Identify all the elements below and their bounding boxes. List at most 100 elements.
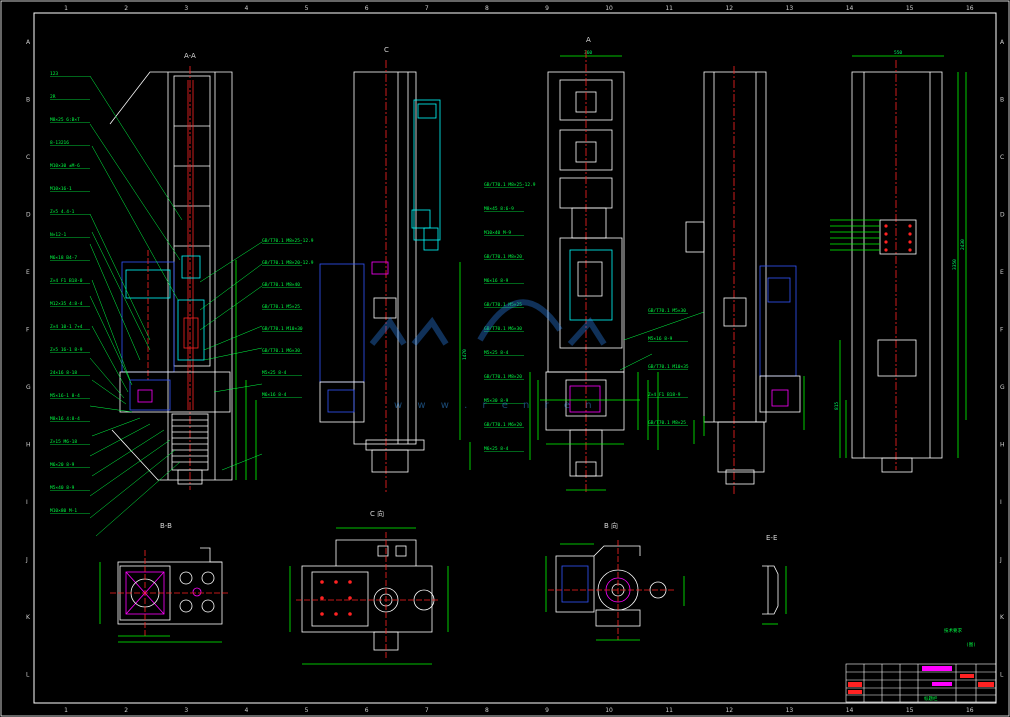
- grid-row-label: J: [25, 556, 28, 563]
- grid-column-label: 7: [425, 5, 429, 12]
- grid-row-label: F: [1000, 326, 1004, 333]
- callout-note: M8×16 4:8-4: [50, 416, 80, 422]
- callout-note: Z×4 F1 B18-9: [648, 392, 681, 398]
- grid-row-label: A: [1000, 39, 1005, 46]
- callout-note: 2R: [50, 94, 56, 100]
- grid-row-label: A: [26, 39, 31, 46]
- callout-note: GB/T70.1 M8×40: [262, 282, 300, 288]
- view-b-detail: B 向: [545, 521, 685, 641]
- grid-row-label: I: [26, 499, 28, 506]
- grid-column-label: 5: [305, 707, 309, 714]
- callout-note: 8-13216: [50, 140, 69, 146]
- grid-column-label: 4: [244, 707, 248, 714]
- grid-column-label: 1: [64, 5, 68, 12]
- grid-row-label: C: [1000, 154, 1004, 161]
- callout-note: Z×15 M6-18: [50, 439, 77, 445]
- grid-row-label: G: [26, 384, 31, 391]
- grid-column-label: 1: [64, 707, 68, 714]
- dim-right-lower: 815: [834, 402, 840, 410]
- grid-column-label: 8: [485, 707, 489, 714]
- tech-note: 技术要求: [944, 627, 962, 634]
- grid-column-label: 7: [425, 707, 429, 714]
- grid-column-label: 5: [305, 5, 309, 12]
- callout-note: GB/T70.1 M8×20: [484, 254, 522, 260]
- callout-note: GB/T70.1 M8×25-12.9: [484, 182, 536, 188]
- grid-column-label: 4: [244, 5, 248, 12]
- view-side: [685, 66, 805, 494]
- callout-note: M5×40 8-9: [50, 485, 75, 491]
- grid-column-label: 13: [786, 707, 794, 714]
- title-block-label: 标题栏: [924, 695, 938, 702]
- grid-column-label: 11: [665, 707, 673, 714]
- callout-note: GB/T70.1 M10×30: [262, 326, 303, 332]
- dim-right-upper: 2430: [960, 239, 966, 250]
- view-bb: B-B: [99, 522, 230, 643]
- grid-column-label: 10: [605, 5, 613, 12]
- inner-frame: [33, 12, 997, 704]
- callout-note: M10×40 M-9: [484, 230, 511, 236]
- grid-column-label: 15: [906, 707, 914, 714]
- grid-column-label: 6: [365, 707, 369, 714]
- callout-note: M6×16 8-9: [484, 278, 509, 284]
- grid-row-label: H: [1000, 441, 1005, 448]
- grid-column-label: 3: [184, 5, 188, 12]
- grid-row-label: E: [26, 269, 30, 276]
- view-far-right: 550 3350 2430 815 1470: [462, 50, 967, 473]
- callout-note: GB/T70.1 M5×25: [484, 302, 522, 308]
- grid-column-label: 6: [365, 5, 369, 12]
- grid-row-label: E: [1000, 269, 1004, 276]
- callout-note: M10×30 ±M-6: [50, 163, 80, 169]
- grid-row-label: B: [26, 96, 30, 103]
- grid-row-label: B: [1000, 96, 1004, 103]
- grid-column-label: 12: [725, 707, 733, 714]
- callout-note: GB/T70.1 M8×25-12.9: [262, 238, 314, 244]
- tech-sub: (图): [966, 642, 976, 648]
- callout-note: M5×30 8-9: [484, 398, 509, 404]
- callout-note: Z×4 10-1 7+4: [50, 324, 83, 330]
- grid-column-label: 13: [786, 5, 794, 12]
- callout-note: M5×16 8-9: [648, 336, 673, 342]
- callout-note: GB/T70.1 M8×20-12.9: [262, 260, 314, 266]
- callout-note: GB/T70.1 M6×20: [484, 422, 522, 428]
- callout-note: GB/T70.1 M6×30: [484, 326, 522, 332]
- callout-note: N×12-1: [50, 232, 67, 238]
- section-label-c: C: [384, 46, 389, 54]
- callout-note: M5×25 8-4: [484, 350, 509, 356]
- grid-column-label: 14: [846, 5, 854, 12]
- grid-row-label: L: [1000, 671, 1004, 678]
- section-label-bb: B-B: [160, 522, 172, 530]
- callout-note: M10×16-1: [50, 186, 72, 192]
- callout-note: M6×18 B4-7: [50, 255, 77, 261]
- callout-note: GB/T70.1 M8×25: [648, 420, 686, 426]
- watermark: w w w . r e n r e n: [394, 400, 598, 411]
- grid-row-label: D: [26, 211, 31, 218]
- section-label-c-view: C 向: [370, 509, 384, 518]
- view-a: A 360: [529, 36, 705, 494]
- view-c: C: [319, 46, 471, 492]
- watermark-logo: [369, 299, 607, 347]
- callout-note: Z×5 4.4-1: [50, 209, 75, 215]
- callout-note: 24×16 8-18: [50, 370, 77, 376]
- grid-column-label: 11: [665, 5, 673, 12]
- callout-note: M5×16-1 8-4: [50, 393, 80, 399]
- dim-right-width: 550: [894, 50, 902, 56]
- grid-column-label: 9: [545, 707, 549, 714]
- callout-note: M6×20 8-9: [50, 462, 75, 468]
- callout-note: GB/T70.1 M5×30: [648, 308, 686, 314]
- callout-note: M6×25 8-4: [484, 446, 509, 452]
- grid-column-label: 8: [485, 5, 489, 12]
- grid-column-label: 2: [124, 707, 128, 714]
- grid-reference-labels: 1122334455667788991010111112121313141415…: [25, 5, 1005, 714]
- section-label-a: A: [586, 36, 591, 44]
- grid-column-label: 10: [605, 707, 613, 714]
- callout-note: Z×5 16-1 8-9: [50, 347, 83, 353]
- view-aa: A-A: [89, 52, 263, 537]
- callout-note: GB/T70.1 M5×25: [262, 304, 300, 310]
- grid-column-label: 2: [124, 5, 128, 12]
- grid-row-label: I: [1000, 499, 1002, 506]
- grid-column-label: 14: [846, 707, 854, 714]
- grid-row-label: K: [1000, 614, 1005, 621]
